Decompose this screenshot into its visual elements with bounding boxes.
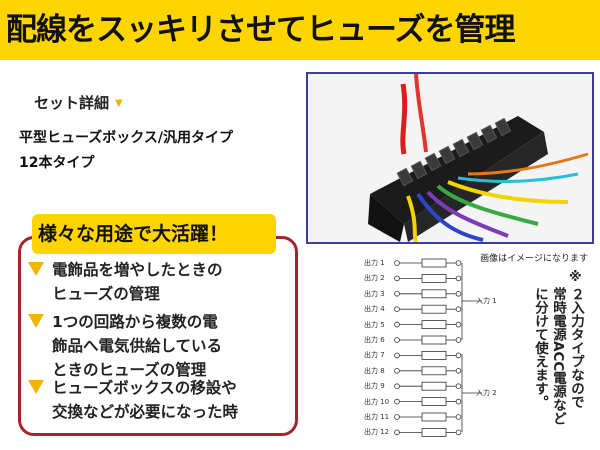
set-detail-heading: セット詳細 ▼	[34, 92, 123, 113]
output-label: 出力 2	[364, 274, 385, 283]
input-1-label: 入力 1	[476, 297, 497, 305]
fuse-symbol	[421, 381, 447, 391]
fuse-symbol	[421, 320, 447, 329]
usage-item-line: 1つの回路から複数の電	[52, 313, 218, 331]
output-label: 出力 6	[364, 336, 385, 344]
bus-terminal	[455, 352, 462, 359]
output-terminal	[394, 290, 400, 297]
wiring-diagram-lines	[394, 258, 482, 437]
bus-terminal	[455, 321, 462, 328]
product-photo	[306, 72, 594, 244]
fuse-symbol	[421, 412, 447, 422]
usage-item-line: ヒューズボックスの移設や	[52, 379, 237, 397]
output-terminal	[394, 260, 400, 266]
output-label: 出力 8	[364, 366, 385, 375]
usage-item-2: 1つの回路から複数の電 飾品へ電気供給している ときのヒューズの管理	[28, 310, 223, 382]
usage-item-line: 交換などが必要になった時	[52, 403, 239, 421]
fuse-symbol	[421, 366, 447, 376]
output-label: 出力 4	[364, 305, 385, 314]
output-terminal	[394, 275, 400, 282]
triangle-bullet-icon	[28, 380, 44, 394]
triangle-bullet-icon	[28, 262, 44, 276]
fuse-symbol	[421, 335, 447, 345]
usage-item-1: 電飾品を増やしたときの ヒューズの管理	[28, 258, 223, 306]
triangle-down-icon: ▼	[115, 98, 123, 109]
wiring-diagram: 入力 1 入力 2 出力 1 出力 2 出力 3 出力 4 出力 5 出力 6 出力 7 出力…	[364, 256, 514, 446]
usage-item-line: ヒューズの管理	[52, 285, 160, 303]
bus-terminal	[455, 398, 462, 405]
output-terminal	[394, 398, 400, 405]
usage-item-3: ヒューズボックスの移設や 交換などが必要になった時	[28, 376, 239, 424]
fuse-symbol	[421, 289, 447, 299]
fuse-symbol	[421, 351, 447, 360]
output-label: 出力 11	[364, 413, 390, 421]
product-spec-type: 平型ヒューズボックス/汎用タイプ	[19, 130, 233, 146]
output-terminal	[394, 414, 400, 420]
output-label: 出力 7	[364, 351, 385, 360]
output-terminal	[394, 368, 400, 374]
usage-item-line: 電飾品を増やしたときの	[52, 261, 223, 279]
bus-terminal	[455, 368, 462, 374]
output-label: 出力 3	[364, 289, 385, 298]
fuse-box-illustration	[308, 74, 592, 242]
bus-terminal	[455, 383, 462, 389]
note-column-2: 常時電源ACC電源など	[550, 287, 566, 426]
usage-banner	[32, 214, 276, 254]
output-terminal	[394, 337, 400, 343]
output-label: 出力 12	[364, 428, 390, 437]
bus-terminal	[455, 290, 462, 297]
output-terminal	[394, 383, 400, 389]
output-label: 出力 1	[364, 259, 385, 267]
output-label: 出力 9	[364, 382, 385, 391]
page-title: 配線をスッキリさせてヒューズを管理	[6, 12, 515, 48]
output-terminal	[394, 321, 400, 328]
usage-banner-text: 様々な用途で大活躍！	[38, 223, 229, 245]
fuse-symbol	[421, 273, 447, 283]
note-mark: ※	[569, 270, 582, 285]
output-terminal	[394, 429, 400, 436]
triangle-bullet-icon	[28, 314, 44, 328]
bus-terminal	[455, 306, 462, 312]
output-label: 出力 10	[364, 397, 390, 406]
usage-item-line: 飾品へ電気供給している	[52, 337, 223, 355]
input-2-label: 入力 2	[476, 389, 497, 397]
note-column-3: に分けて使えます。	[532, 287, 548, 409]
output-terminal	[394, 352, 400, 359]
fuse-symbol	[421, 304, 447, 314]
fuse-symbol	[421, 258, 447, 268]
image-disclaimer: 画像はイメージになります	[480, 254, 588, 264]
bus-terminal	[455, 260, 462, 266]
usage-item-line: ときのヒューズの管理	[52, 361, 207, 379]
note-column-1: ２入力タイプなので	[568, 287, 584, 409]
bus-terminal	[455, 429, 462, 436]
set-detail-label: セット詳細	[34, 94, 110, 112]
bus-terminal	[455, 275, 462, 282]
fuse-symbol	[421, 427, 447, 437]
fuse-symbol	[421, 397, 447, 407]
output-terminal	[394, 306, 400, 312]
product-spec-count: 12本タイプ	[19, 155, 95, 171]
bus-terminal	[455, 337, 462, 343]
output-label: 出力 5	[364, 320, 385, 329]
header-bar: 配線をスッキリさせてヒューズを管理	[0, 0, 600, 60]
bus-terminal	[455, 414, 462, 420]
usage-panel	[18, 236, 298, 436]
